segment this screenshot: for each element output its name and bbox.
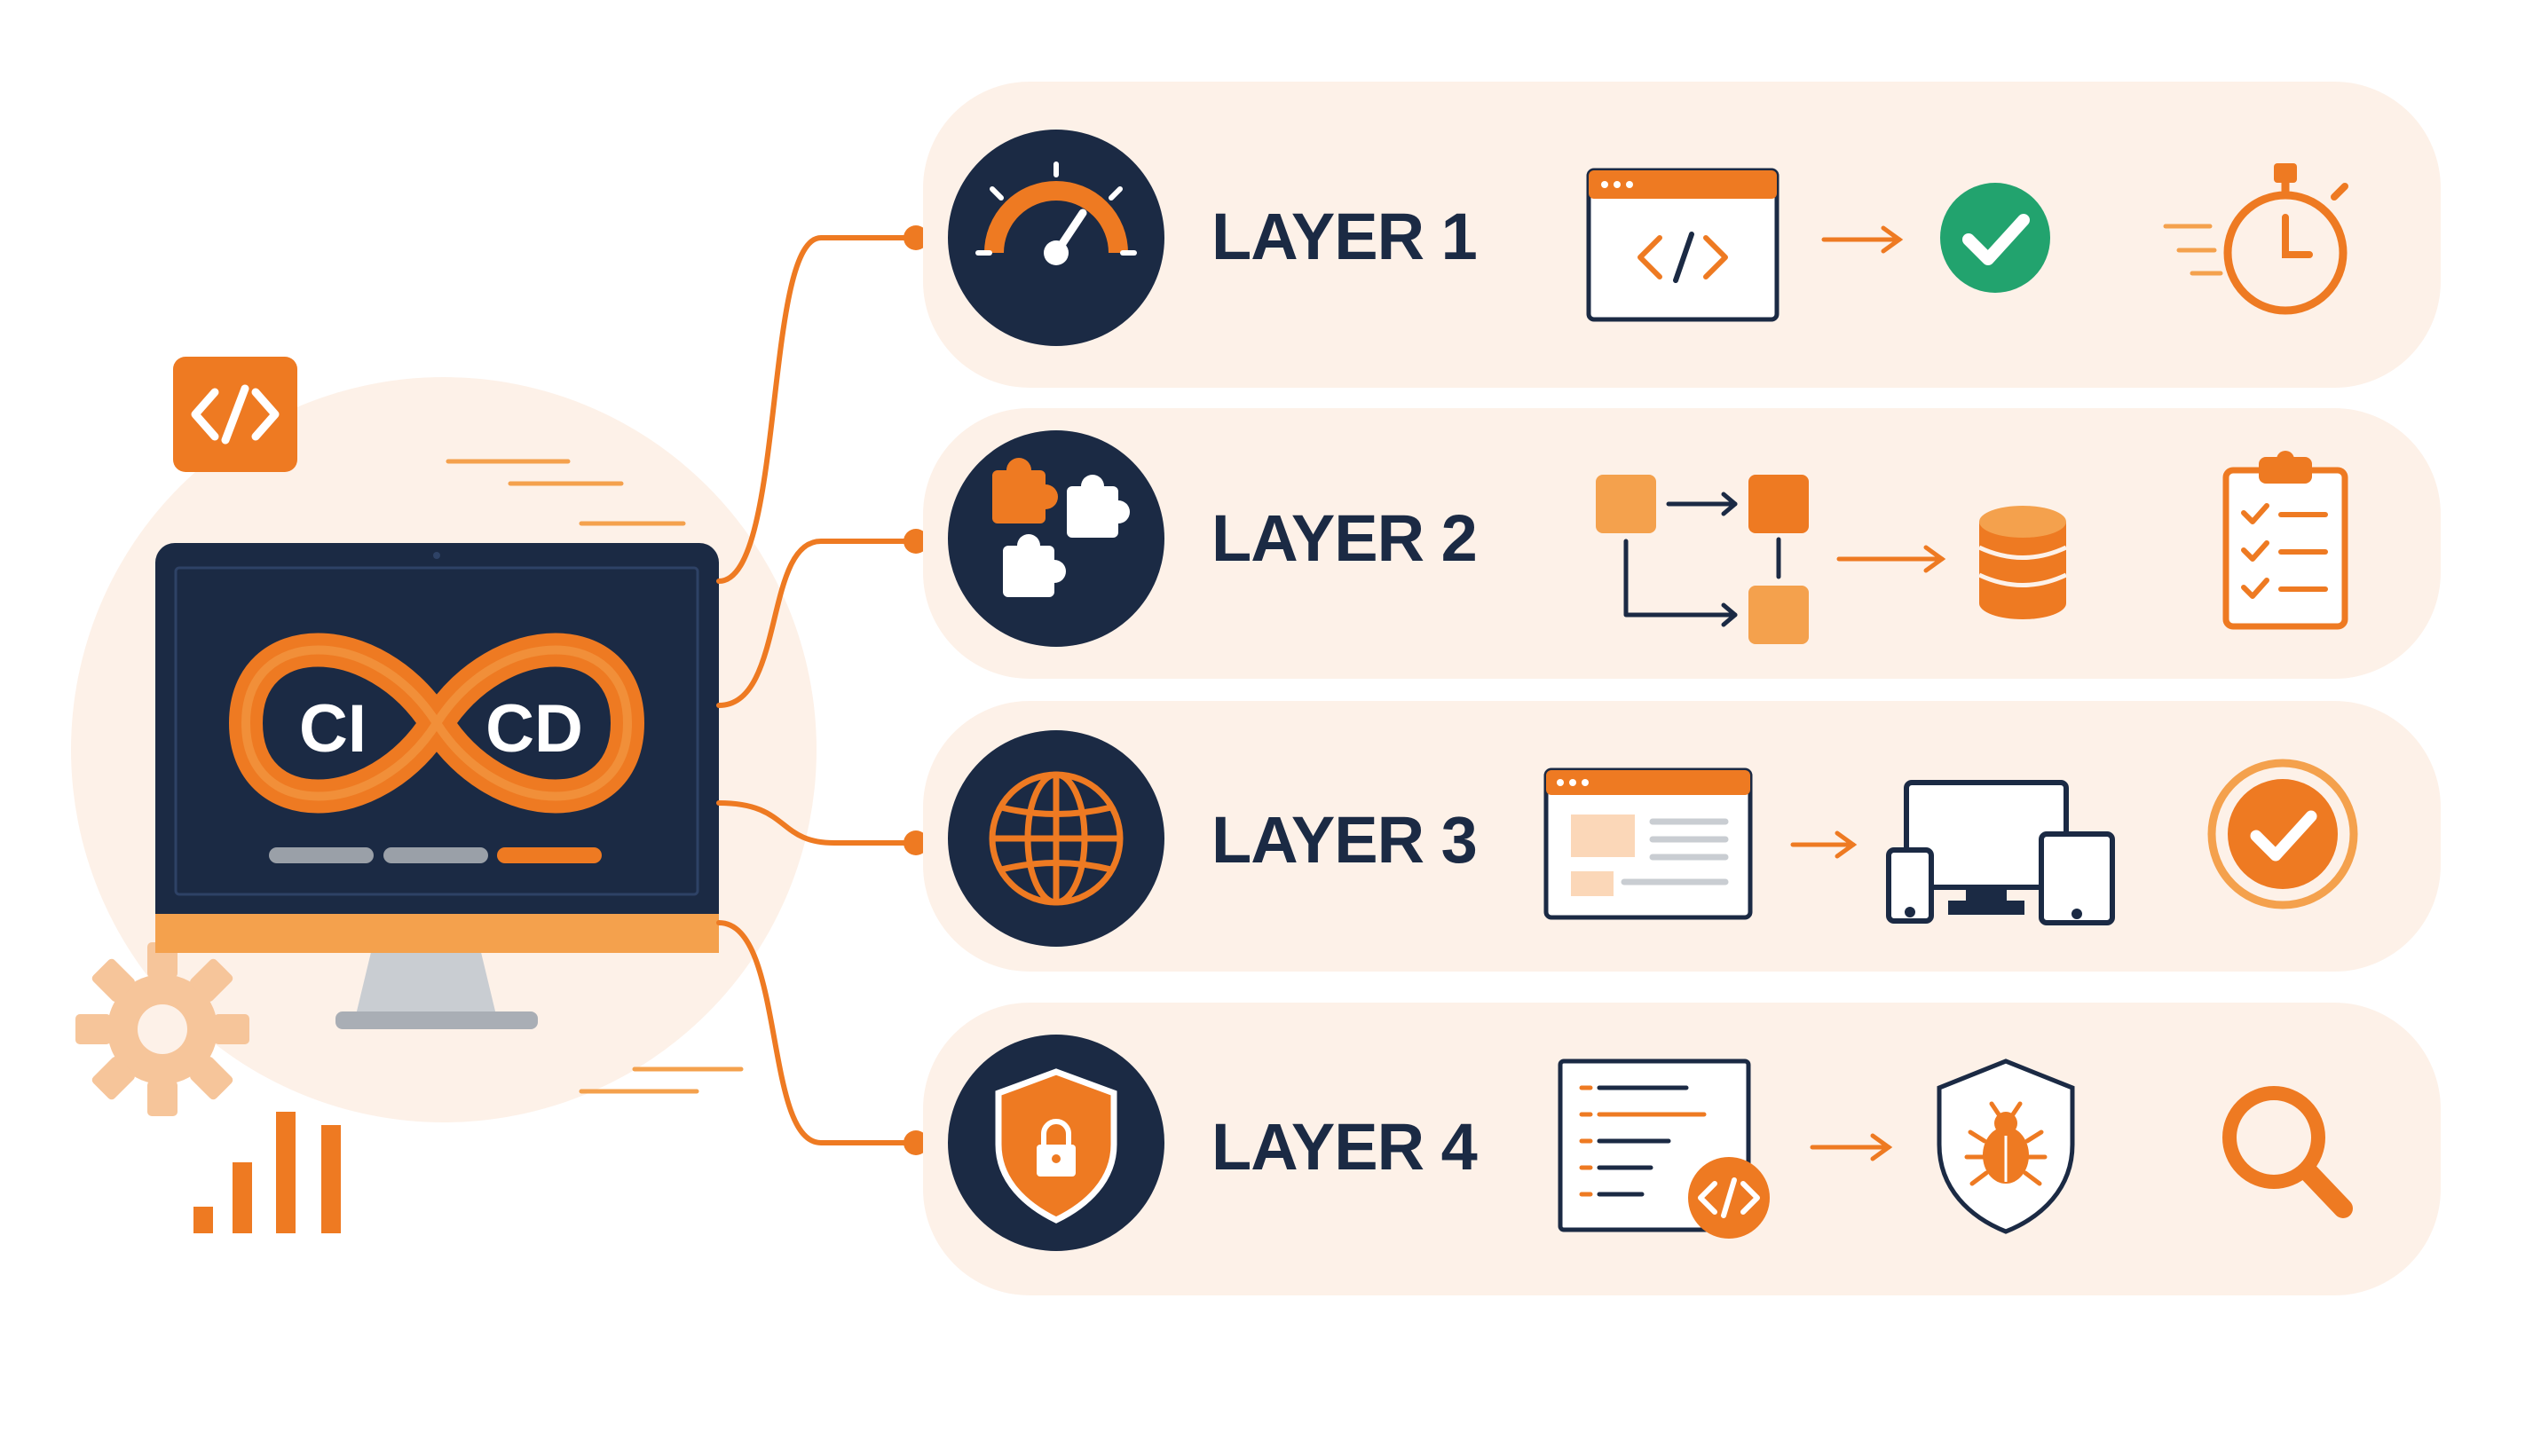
arrow-right-icon [1836,545,1946,573]
layer-row-1: LAYER 1 [923,82,2441,388]
stopwatch-icon [2163,163,2348,315]
globe-icon [989,771,1124,906]
web-page-icon [1543,767,1753,920]
layer-badge [948,130,1164,346]
connector-lines [716,235,919,1145]
layer-row-2: LAYER 2 [923,408,2441,679]
progress-segment [383,847,488,863]
layer-row-4: LAYER 4 [923,1003,2441,1295]
shield-lock-icon [995,1068,1117,1224]
code-brackets-icon [191,384,280,445]
speedometer-icon [975,161,1137,265]
code-badge [173,357,297,472]
code-document-icon [1558,1059,1770,1239]
hero-group: CI CD [71,357,817,1233]
multi-device-icon [1886,780,2115,925]
progress-segment-active [497,847,602,863]
layer-title: LAYER 2 [1211,501,1477,575]
arrow-right-icon [1810,1133,1893,1161]
speed-lines [446,459,744,1094]
flow-blocks-icon [1596,475,1809,644]
layer-badge [948,430,1164,647]
bug-shield-icon [1937,1059,2075,1234]
monitor: CI CD [155,543,719,1029]
arrow-right-icon [1821,225,1904,254]
arrow-right-icon [1790,830,1858,859]
check-circle-icon [1940,183,2050,293]
layer-row-3: LAYER 3 [923,701,2441,972]
gear-icon [75,942,249,1116]
magnifier-icon [2222,1086,2353,1218]
puzzle-icon [992,458,1130,597]
cd-label: CD [485,691,583,767]
layer-title: LAYER 1 [1211,200,1477,273]
bar-chart-icon [193,1112,341,1233]
bug-icon [1964,1101,2048,1186]
layer-title: LAYER 4 [1211,1110,1478,1184]
clipboard-checklist-icon [2222,451,2348,630]
layer-title: LAYER 3 [1211,803,1477,877]
ci-cd-infinity-icon [229,633,644,814]
database-icon [1977,506,2068,619]
progress-segment [269,847,374,863]
connector-dots [904,225,928,1155]
ci-label: CI [299,691,367,767]
code-window-icon [1586,168,1779,322]
layer-panel [923,408,2441,679]
check-badge-icon [2207,759,2358,909]
